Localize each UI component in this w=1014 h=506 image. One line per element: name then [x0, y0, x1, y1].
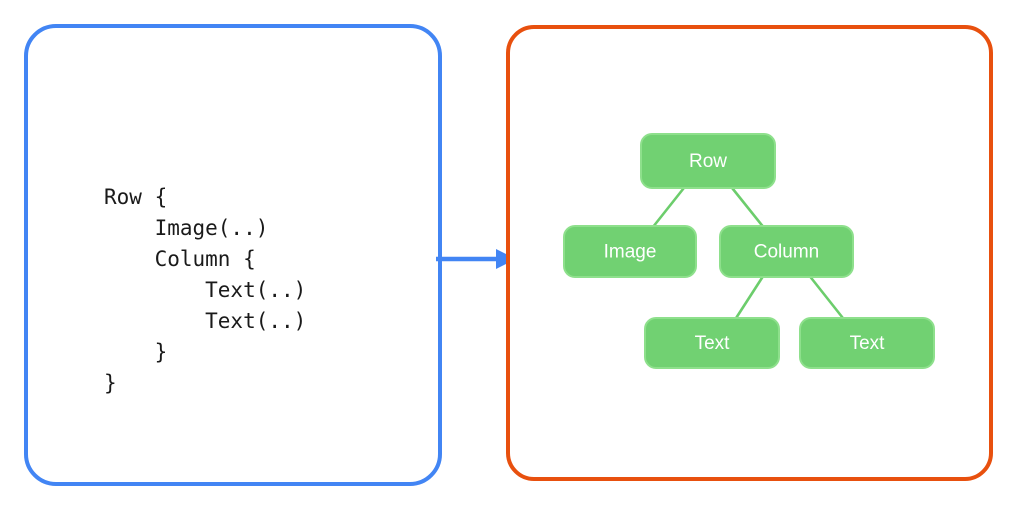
code-panel: Row { Image(..) Column { Text(..) Text(.… [24, 24, 442, 486]
tree-node-text1[interactable]: Text [644, 317, 780, 369]
tree-node-column[interactable]: Column [719, 225, 854, 278]
tree-node-label: Row [689, 151, 727, 172]
tree-node-box [719, 225, 854, 278]
tree-node-text2[interactable]: Text [799, 317, 935, 369]
tree-edge-column-text1 [734, 275, 764, 320]
tree-node-image[interactable]: Image [563, 225, 697, 278]
tree-node-box [563, 225, 697, 278]
tree-edge-row-image [652, 186, 686, 228]
tree-node-label: Column [754, 242, 819, 263]
tree-node-label: Text [695, 333, 731, 354]
tree-edges [652, 186, 845, 320]
tree-node-box [640, 133, 776, 189]
tree-node-label: Text [850, 333, 886, 354]
tree-node-box [799, 317, 935, 369]
tree-edge-row-column [730, 186, 764, 228]
tree-edge-column-text2 [809, 275, 845, 320]
code-snippet: Row { Image(..) Column { Text(..) Text(.… [104, 185, 307, 395]
tree-node-label: Image [604, 242, 657, 263]
tree-node-box [644, 317, 780, 369]
tree-node-row[interactable]: Row [640, 133, 776, 189]
